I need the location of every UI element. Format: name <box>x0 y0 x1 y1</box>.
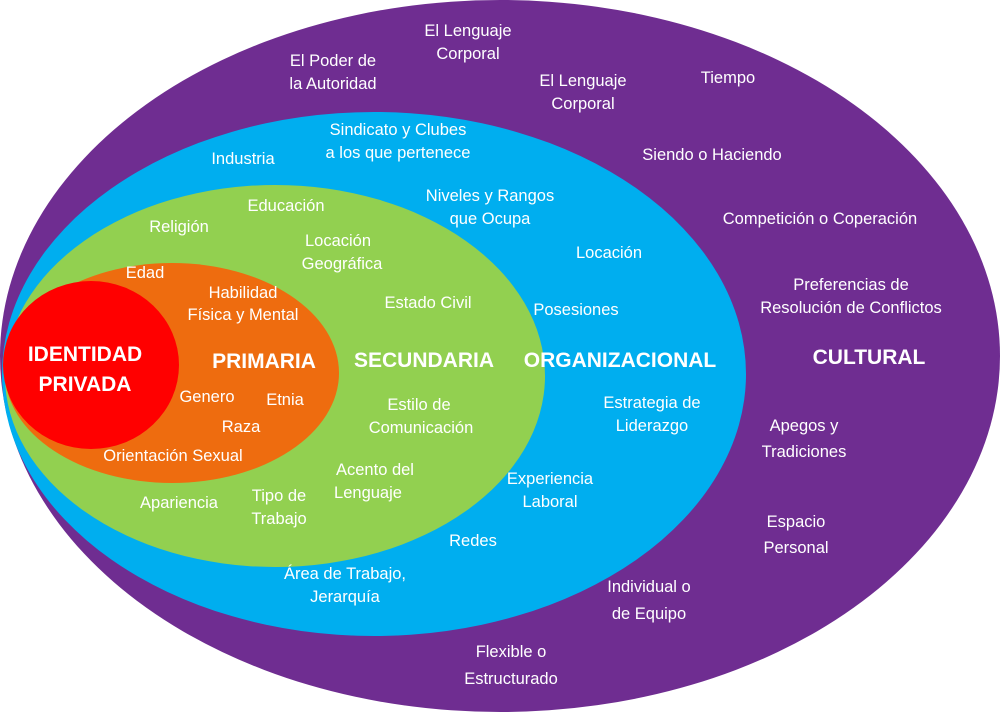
cultural-title: CULTURAL <box>813 346 926 369</box>
cultural-item-espacio-line1: Espacio <box>767 513 826 531</box>
secundaria-item-estado-civil: Estado Civil <box>384 294 471 312</box>
primaria-item-habilidad-line1: Habilidad <box>209 284 278 302</box>
organizacional-item-sindicato-line2: a los que pertenece <box>326 144 471 162</box>
organizacional-item-area-line1: Área de Trabajo, <box>284 564 406 583</box>
cultural-item-apegos: Apegos y Tradiciones <box>762 417 847 461</box>
cultural-item-poder-line1: El Poder de <box>290 52 376 70</box>
secundaria-title: SECUNDARIA <box>354 349 494 372</box>
organizacional-item-niveles-line2: que Ocupa <box>450 210 532 228</box>
cultural-item-siendo: Siendo o Haciendo <box>642 146 781 164</box>
cultural-item-individual-line2: de Equipo <box>612 605 686 623</box>
organizacional-item-locacion: Locación <box>576 244 642 262</box>
secundaria-item-acento-line2: Lenguaje <box>334 484 402 502</box>
cultural-item-poder: El Poder de la Autoridad <box>289 52 376 93</box>
organizacional-item-industria: Industria <box>211 150 275 168</box>
organizacional-item-niveles: Niveles y Rangos que Ocupa <box>426 187 554 228</box>
cultural-item-apegos-line1: Apegos y <box>770 417 840 435</box>
primaria-item-habilidad-line2: Física y Mental <box>188 306 299 324</box>
organizacional-item-sindicato-line1: Sindicato y Clubes <box>330 121 467 139</box>
secundaria-item-acento-line1: Acento del <box>336 461 414 479</box>
secundaria-item-religion: Religión <box>149 218 209 236</box>
cultural-item-espacio-line2: Personal <box>763 539 828 557</box>
organizacional-item-area: Área de Trabajo, Jerarquía <box>284 564 406 606</box>
secundaria-item-apariencia: Apariencia <box>140 494 219 512</box>
cultural-item-individual: Individual o de Equipo <box>607 578 690 623</box>
identidad-layer <box>3 281 179 449</box>
cultural-item-preferencias: Preferencias de Resolución de Conflictos <box>760 276 942 317</box>
organizacional-item-niveles-line1: Niveles y Rangos <box>426 187 554 205</box>
cultural-item-apegos-line2: Tradiciones <box>762 443 847 461</box>
secundaria-item-locacion-line2: Geográfica <box>302 255 384 273</box>
primaria-item-raza: Raza <box>222 418 261 436</box>
primaria-item-edad: Edad <box>126 264 165 282</box>
identidad-title-line2: PRIVADA <box>39 373 132 396</box>
cultural-item-lenguaje-1-line1: El Lenguaje <box>424 22 511 40</box>
secundaria-item-estilo: Estilo de Comunicación <box>369 396 474 437</box>
cultural-item-preferencias-line2: Resolución de Conflictos <box>760 299 942 317</box>
cultural-item-competicion: Competición o Coperación <box>723 210 917 228</box>
cultural-item-flexible: Flexible o Estructurado <box>464 643 558 688</box>
organizacional-item-estrategia: Estrategia de Liderazgo <box>603 394 700 435</box>
organizacional-item-area-line2: Jerarquía <box>310 588 381 606</box>
identidad-title: IDENTIDAD PRIVADA <box>28 343 142 396</box>
organizacional-item-posesiones: Posesiones <box>533 301 618 319</box>
primaria-title: PRIMARIA <box>212 350 316 373</box>
cultural-item-tiempo: Tiempo <box>701 69 755 87</box>
cultural-item-lenguaje-1-line2: Corporal <box>436 45 499 63</box>
secundaria-item-tipo: Tipo de Trabajo <box>251 487 306 528</box>
organizacional-item-sindicato: Sindicato y Clubes a los que pertenece <box>326 121 471 162</box>
cultural-item-preferencias-line1: Preferencias de <box>793 276 909 294</box>
secundaria-item-educacion: Educación <box>247 197 324 215</box>
identidad-title-line1: IDENTIDAD <box>28 343 142 366</box>
cultural-item-individual-line1: Individual o <box>607 578 690 596</box>
organizacional-item-experiencia-line1: Experiencia <box>507 470 594 488</box>
organizacional-item-estrategia-line2: Liderazgo <box>616 417 688 435</box>
secundaria-item-estilo-line1: Estilo de <box>387 396 450 414</box>
primaria-item-genero: Genero <box>179 388 234 406</box>
secundaria-item-tipo-line2: Trabajo <box>251 510 306 528</box>
cultural-item-flexible-line1: Flexible o <box>476 643 547 661</box>
secundaria-item-locacion-line1: Locación <box>305 232 371 250</box>
cultural-item-flexible-line2: Estructurado <box>464 670 558 688</box>
organizacional-item-redes: Redes <box>449 532 497 550</box>
primaria-item-orientacion: Orientación Sexual <box>103 447 242 465</box>
organizacional-item-experiencia-line2: Laboral <box>522 493 577 511</box>
cultural-item-lenguaje-2-line1: El Lenguaje <box>539 72 626 90</box>
secundaria-item-tipo-line1: Tipo de <box>252 487 306 505</box>
primaria-item-etnia: Etnia <box>266 391 304 409</box>
cultural-item-poder-line2: la Autoridad <box>289 75 376 93</box>
organizacional-item-estrategia-line1: Estrategia de <box>603 394 700 412</box>
cultural-item-lenguaje-2-line2: Corporal <box>551 95 614 113</box>
secundaria-item-estilo-line2: Comunicación <box>369 419 474 437</box>
organizacional-title: ORGANIZACIONAL <box>524 349 717 372</box>
